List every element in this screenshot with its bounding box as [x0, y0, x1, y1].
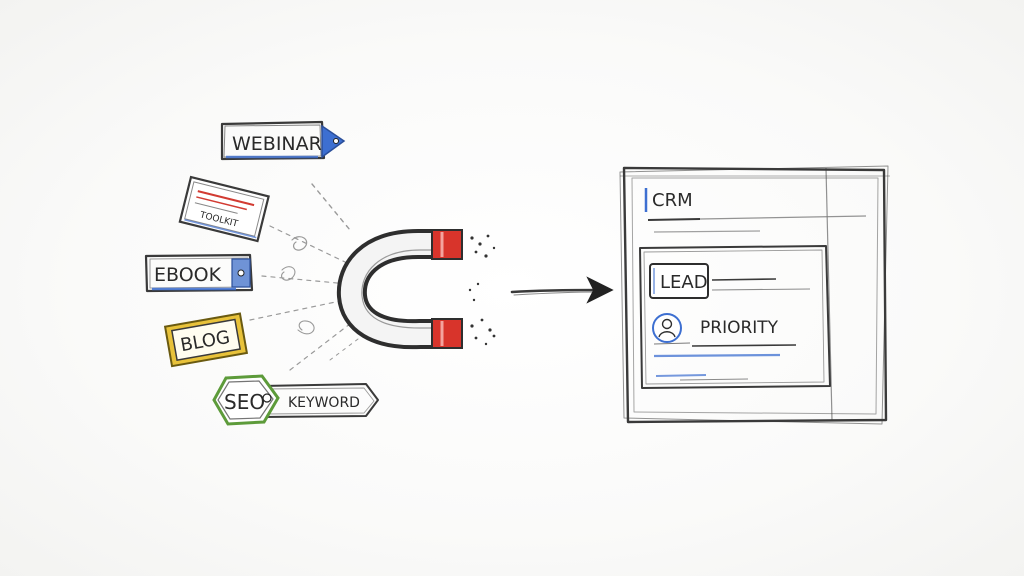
crm-title: CRM: [652, 190, 693, 211]
seo-badge: SEO: [212, 374, 280, 426]
keyword-tag: KEYWORD: [261, 383, 379, 418]
lead-label: LEAD: [660, 272, 708, 293]
lead-field: [649, 263, 709, 299]
webinar-tag-tip: [321, 124, 346, 159]
priority-label: PRIORITY: [700, 318, 779, 338]
ebook-label: EBOOK: [154, 264, 222, 286]
webinar-tag: WEBINAR: [220, 120, 346, 161]
priority-accent-line: [653, 353, 781, 358]
seo-label: SEO: [224, 390, 265, 414]
arrow-head-icon: [586, 276, 614, 304]
magnet-pole-bottom: [431, 318, 463, 349]
lead-card: LEAD PRIORITY: [639, 245, 831, 389]
ebook-tag: EBOOK: [144, 253, 254, 293]
avatar-icon: [652, 313, 682, 343]
magnet-icon: [336, 229, 496, 350]
blog-tag: BLOG: [163, 312, 249, 368]
magnet-pole-top: [431, 229, 463, 260]
webinar-label: WEBINAR: [232, 133, 322, 155]
crm-window: CRM LEAD PRIORITY: [619, 165, 890, 425]
toolkit-document: TOOLKIT: [178, 175, 270, 243]
keyword-label: KEYWORD: [288, 395, 360, 411]
flow-arrow: [510, 276, 614, 304]
